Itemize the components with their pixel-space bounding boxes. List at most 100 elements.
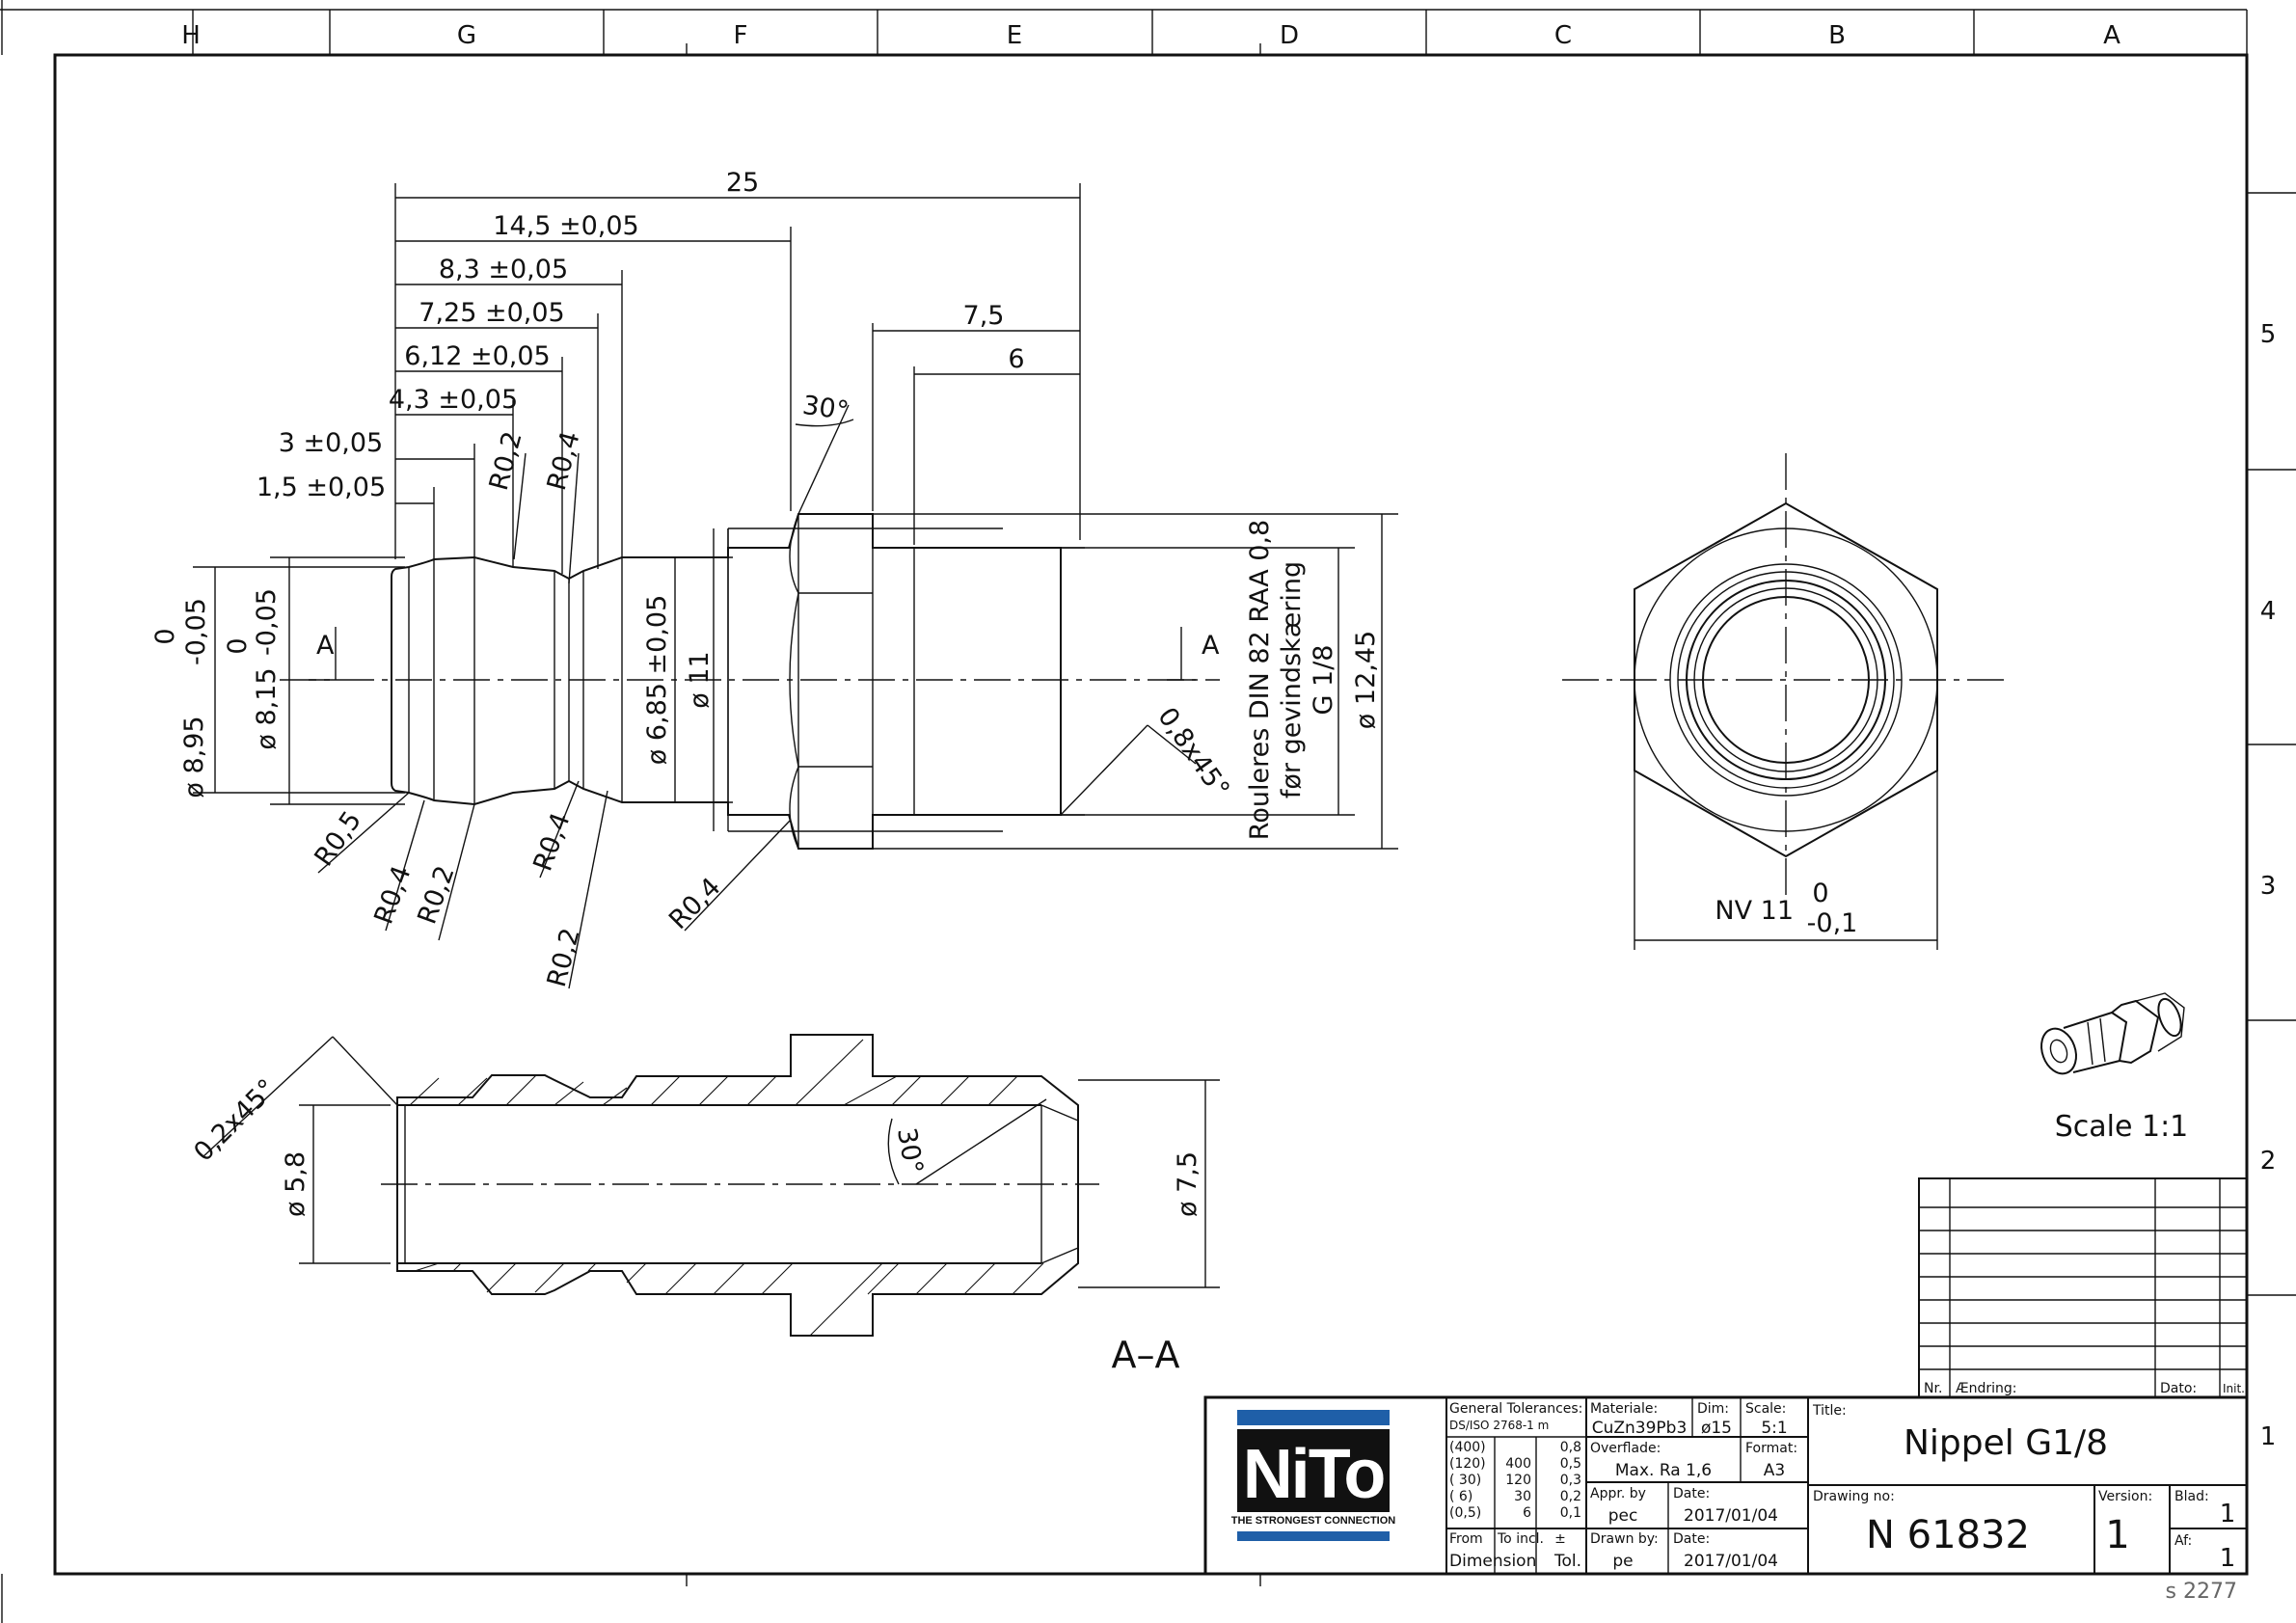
rev-header-init: Init. <box>2223 1382 2245 1395</box>
dim-6-12: 6,12 ±0,05 <box>404 341 550 371</box>
tol-row-4-pm: 0,1 <box>1560 1505 1581 1521</box>
scale-value: 5:1 <box>1761 1419 1787 1438</box>
tol-row-2-from: ( 30) <box>1449 1473 1481 1488</box>
gen-tol-std: DS/ISO 2768-1 m <box>1449 1419 1549 1432</box>
zone-row-5: 5 <box>2260 320 2277 349</box>
tol-row-2-pm: 0,3 <box>1560 1473 1581 1488</box>
dim-value: ø15 <box>1701 1419 1732 1438</box>
rev-header-date: Dato: <box>2160 1381 2197 1396</box>
blad-label: Blad: <box>2174 1489 2209 1504</box>
dim-dia-6-85: ø 6,85 ±0,05 <box>642 595 672 766</box>
section-hatching-bottom <box>414 1262 1044 1337</box>
date1-label: Date: <box>1673 1486 1710 1501</box>
dim-dia-7-5: ø 7,5 <box>1173 1151 1202 1217</box>
tol-row-3-from: ( 6) <box>1449 1489 1472 1504</box>
material-label: Materiale: <box>1590 1401 1658 1417</box>
dim-nv11: NV 11 <box>1715 896 1794 926</box>
title-label: Title: <box>1812 1403 1847 1419</box>
drawn-value: pe <box>1612 1552 1633 1571</box>
zone-col-f: F <box>734 21 748 50</box>
dim-r04-c: R0,4 <box>527 809 576 876</box>
appr-value: pec <box>1608 1506 1638 1526</box>
zone-col-g: G <box>457 21 476 50</box>
dim-dia-8-15-tol-low: -0,05 <box>252 588 282 656</box>
hex-end-view: NV 11 0 -0,1 <box>1562 453 2011 950</box>
dim-30-deg-top: 30° <box>800 391 851 426</box>
tol-row-4-to: 6 <box>1523 1505 1531 1521</box>
tol-label: Tol. <box>1553 1552 1581 1571</box>
dim-dia-12-45: ø 12,45 <box>1351 631 1381 729</box>
side-view <box>280 513 1220 850</box>
nito-logo: NiTo THE STRONGEST CONNECTION <box>1231 1410 1396 1541</box>
format-label: Format: <box>1745 1441 1797 1456</box>
dimension-label: Dimension <box>1449 1552 1536 1571</box>
dim-nv11-tol-low: -0,1 <box>1807 908 1858 938</box>
drawing-title: Nippel G1/8 <box>1904 1423 2108 1463</box>
title-block: NiTo THE STRONGEST CONNECTION General To… <box>1203 1395 2249 1576</box>
tol-row-1-to: 400 <box>1505 1456 1531 1472</box>
zone-labels: H G F E D C B A 5 4 3 2 1 <box>181 21 2276 1451</box>
gen-tol-label: General Tolerances: <box>1449 1401 1582 1417</box>
drawing-number: N 61832 <box>1866 1513 2030 1557</box>
date1-value: 2017/01/04 <box>1684 1506 1778 1526</box>
drawing-no-label: Drawing no: <box>1813 1489 1895 1504</box>
dim-dia-8-95-tol-up: 0 <box>150 628 180 644</box>
dim-dia-8-95: ø 8,95 <box>179 716 209 798</box>
version-label: Version: <box>2098 1489 2152 1504</box>
side-view-dimensions: 25 14,5 ±0,05 8,3 ±0,05 7,25 ±0,05 6,12 … <box>150 168 1398 990</box>
tol-row-1-pm: 0,5 <box>1560 1456 1581 1472</box>
logo-tagline: THE STRONGEST CONNECTION <box>1231 1515 1396 1527</box>
drawn-label: Drawn by: <box>1590 1531 1659 1547</box>
dim-r02-c: R0,2 <box>542 925 586 990</box>
from-label: From <box>1449 1531 1483 1547</box>
zone-row-1: 1 <box>2260 1422 2277 1451</box>
dim-7-25: 7,25 ±0,05 <box>419 298 564 328</box>
thread-note-3: G 1/8 <box>1309 645 1338 716</box>
revision-table: Nr. Ændring: Dato: Init. <box>1918 1177 2248 1398</box>
date2-label: Date: <box>1673 1531 1710 1547</box>
isometric-thumbnail: Scale 1:1 <box>2040 992 2189 1144</box>
dim-25: 25 <box>726 168 759 198</box>
scale-note: Scale 1:1 <box>2055 1110 2189 1144</box>
zone-col-a: A <box>2103 21 2120 50</box>
zone-col-d: D <box>1280 21 1299 50</box>
dim-label: Dim: <box>1697 1401 1729 1417</box>
dim-4-3: 4,3 ±0,05 <box>389 385 518 415</box>
dim-nv11-tol-up: 0 <box>1812 879 1828 908</box>
dim-r04-b: R0,4 <box>368 862 417 929</box>
tol-row-2-to: 120 <box>1505 1473 1531 1488</box>
rev-header-nr: Nr. <box>1924 1381 1942 1396</box>
dim-r04-d: R0,4 <box>663 872 727 935</box>
section-hatching-top <box>409 1039 1018 1106</box>
pm-label: ± <box>1554 1531 1566 1547</box>
dim-dia-5-8: ø 5,8 <box>281 1151 311 1217</box>
tol-row-1-from: (120) <box>1449 1456 1486 1472</box>
rev-header-change: Ændring: <box>1956 1381 2017 1396</box>
tol-row-0-pm: 0,8 <box>1560 1440 1581 1455</box>
dim-r05: R0,5 <box>309 806 367 872</box>
material-value: CuZn39Pb3 <box>1592 1419 1688 1438</box>
tol-row-3-pm: 0,2 <box>1560 1489 1581 1504</box>
zone-col-b: B <box>1828 21 1846 50</box>
dim-dia-8-15: ø 8,15 <box>252 667 282 749</box>
logo-text: NiTo <box>1243 1436 1385 1513</box>
scale-label: Scale: <box>1745 1401 1786 1417</box>
zone-row-4: 4 <box>2260 597 2277 626</box>
dim-8-3: 8,3 ±0,05 <box>439 255 568 284</box>
tol-row-0-from: (400) <box>1449 1440 1486 1455</box>
dim-7-5: 7,5 <box>963 301 1005 331</box>
dim-dia-8-95-tol-low: -0,05 <box>181 598 211 665</box>
zone-row-3: 3 <box>2260 872 2277 901</box>
to-incl-label: To incl. <box>1497 1531 1544 1547</box>
nipple-outline <box>391 513 1062 850</box>
thread-note-1: Rouleres DIN 82 RAA 0,8 <box>1245 520 1275 840</box>
blad-value: 1 <box>2220 1500 2236 1528</box>
thread-note-2: før gevindskæring <box>1277 561 1307 798</box>
dim-chamfer-0-8: 0,8x45° <box>1151 702 1235 803</box>
dim-r04-a: R0,4 <box>542 428 586 494</box>
dim-dia-11: ø 11 <box>685 651 715 708</box>
dim-14-5: 14,5 ±0,05 <box>493 211 638 241</box>
dim-dia-8-15-tol-up: 0 <box>223 637 253 654</box>
